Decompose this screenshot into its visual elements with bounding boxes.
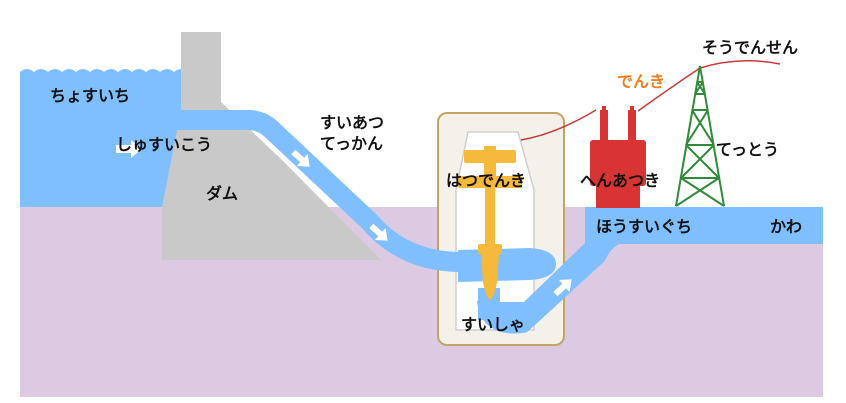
arrow-right-icon [116, 140, 142, 158]
reservoir-label: ちょすいち [50, 86, 131, 105]
penstock-label: すいあつ てっかん [320, 113, 385, 153]
turbine-label: すいしゃ [461, 315, 526, 334]
wire [520, 109, 597, 141]
transmission-tower-icon [675, 65, 725, 207]
river-label: かわ [770, 217, 803, 236]
arrow-right-icon [291, 149, 310, 167]
penstock [172, 110, 463, 272]
turbine-chamber [458, 248, 556, 282]
reservoir-water [20, 69, 188, 207]
power-line [699, 60, 781, 69]
power-line [637, 67, 701, 112]
electricity-label: でんき [617, 72, 666, 91]
generator-icon [458, 146, 522, 248]
transformer-label: へんあつき [580, 171, 661, 190]
turbine-icon [478, 244, 502, 300]
transformer-icon [590, 106, 646, 208]
arrow-right-icon [553, 279, 572, 297]
arrow-right-icon [369, 223, 388, 241]
power-line-label: そうでんせん [702, 38, 799, 57]
tailrace-label: ほうすいぐち [596, 217, 693, 236]
intake-label: しゅすいこう [116, 135, 213, 154]
dam [162, 32, 381, 260]
dam-label: ダム [206, 184, 239, 203]
tower-label: てっとう [716, 140, 780, 159]
generator-label: はつでんき [446, 171, 527, 190]
